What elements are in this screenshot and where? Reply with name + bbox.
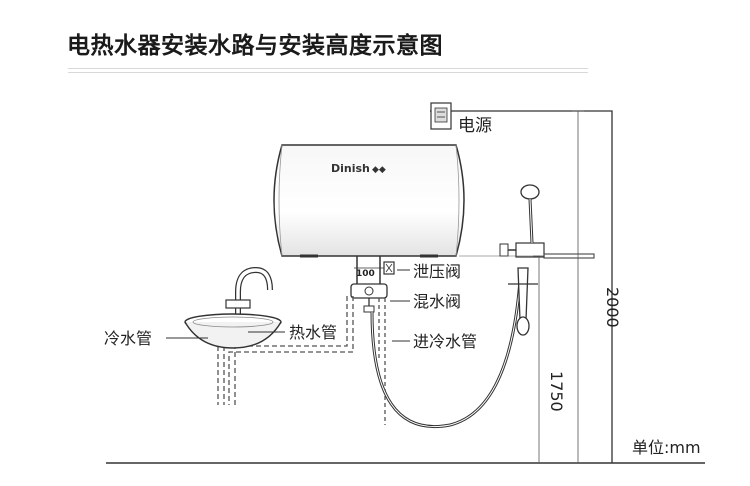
wall-outline (430, 110, 613, 463)
unit-label: 单位:mm (632, 438, 701, 457)
hot-pipe-label: 热水管 (289, 323, 337, 342)
mixing-valve-icon (350, 283, 388, 313)
brand-logo: Dinish (331, 162, 370, 175)
power-socket-icon (430, 102, 452, 130)
faucet-icon (225, 266, 273, 318)
dimension-label-2000: 2000 (603, 287, 622, 328)
dimension-label-1750: 1750 (547, 371, 566, 412)
cold-inlet-label: 进冷水管 (413, 332, 477, 351)
subtitle-fine-print (68, 68, 588, 78)
cold-pipe-label: 冷水管 (104, 329, 152, 348)
wash-basin-icon (184, 313, 282, 349)
hand-shower-icon (508, 267, 538, 336)
mixing-valve-label: 混水阀 (413, 292, 461, 311)
shower-bracket-icon (499, 242, 595, 259)
page-title: 电热水器安装水路与安装高度示意图 (67, 33, 443, 59)
shower-head-icon (520, 184, 540, 244)
relief-valve-label: 泄压阀 (413, 262, 461, 281)
relief-valve-icon (383, 261, 395, 275)
power-label: 电源 (458, 116, 492, 136)
clearance-dimension: 100 (356, 269, 375, 279)
hot-water-pipe (228, 296, 354, 405)
brand-logo-mark: ◆◆ (372, 165, 386, 175)
water-heater-tank (273, 144, 465, 258)
